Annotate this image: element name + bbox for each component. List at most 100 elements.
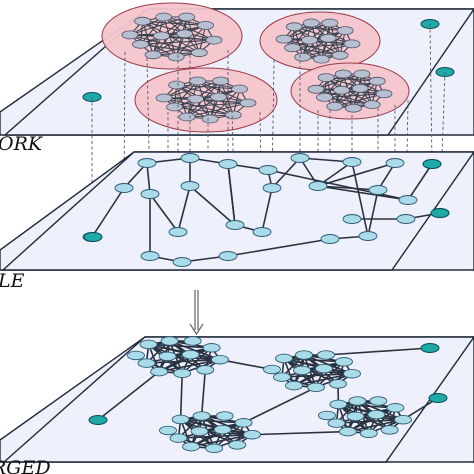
clique-node bbox=[326, 102, 344, 111]
clique-edge bbox=[163, 16, 215, 41]
clique-node bbox=[178, 112, 196, 122]
merged-edge bbox=[146, 358, 221, 364]
clique-node bbox=[307, 84, 325, 94]
graph-node bbox=[140, 251, 160, 261]
graph-edge bbox=[177, 185, 191, 233]
clique-node bbox=[166, 102, 183, 112]
merged-edge bbox=[283, 357, 345, 363]
clique-edge bbox=[293, 26, 304, 58]
projection-line bbox=[123, 51, 126, 189]
merged-node bbox=[137, 358, 156, 368]
bridge-edge bbox=[243, 386, 317, 424]
merged-node bbox=[346, 411, 365, 422]
isolated-node bbox=[428, 393, 448, 403]
arrow-head bbox=[189, 323, 204, 336]
isolated-node bbox=[88, 415, 108, 425]
clique-node bbox=[212, 76, 230, 86]
merged-node bbox=[273, 372, 291, 382]
merged-node bbox=[127, 350, 145, 361]
graph-node bbox=[290, 153, 310, 163]
graph-node bbox=[140, 189, 160, 199]
graph-edge bbox=[317, 161, 353, 187]
merged-edge bbox=[178, 433, 253, 439]
merged-node bbox=[317, 350, 335, 360]
merged-node bbox=[196, 365, 215, 375]
graph-node bbox=[342, 214, 362, 224]
clique-node bbox=[316, 93, 333, 102]
clique-edge bbox=[176, 84, 249, 104]
merged-node bbox=[150, 366, 169, 377]
merged-node bbox=[307, 382, 325, 393]
clique-edge bbox=[152, 39, 215, 56]
clique-node bbox=[363, 100, 381, 109]
graph-node bbox=[172, 257, 192, 267]
graph-edge bbox=[317, 185, 409, 201]
clique-node bbox=[144, 50, 162, 60]
merged-node bbox=[182, 441, 201, 452]
graph-edge bbox=[267, 169, 409, 201]
merged-node bbox=[386, 403, 405, 413]
isolated-node bbox=[420, 343, 440, 353]
graph-edge bbox=[261, 187, 273, 233]
merged-node bbox=[211, 354, 229, 365]
middle-nodes bbox=[82, 153, 450, 267]
clique-node bbox=[155, 93, 173, 103]
graph-node bbox=[308, 181, 328, 191]
merged-node bbox=[338, 426, 357, 437]
clique-node bbox=[210, 92, 228, 102]
clique-node bbox=[231, 84, 249, 94]
merged-node bbox=[192, 411, 211, 421]
clique-edge bbox=[174, 102, 249, 108]
clique-node bbox=[375, 89, 393, 99]
merged-node bbox=[159, 425, 177, 436]
bridge-edge bbox=[219, 358, 273, 371]
clique-node bbox=[176, 29, 194, 39]
clique-edge bbox=[186, 16, 200, 53]
clique-edge bbox=[186, 102, 249, 118]
merged-node bbox=[205, 443, 224, 454]
clique-node bbox=[344, 103, 362, 113]
merged-edge bbox=[281, 372, 353, 378]
clique-node bbox=[201, 114, 219, 124]
graph-edge bbox=[271, 157, 301, 189]
graph-node bbox=[368, 185, 388, 195]
bottom-nodes bbox=[88, 336, 448, 454]
merged-node bbox=[139, 339, 158, 350]
clique-edge bbox=[310, 22, 353, 45]
merged-node bbox=[171, 414, 190, 425]
merged-node bbox=[327, 418, 346, 428]
graph-node bbox=[168, 227, 188, 237]
merged-node bbox=[295, 350, 313, 360]
clique-node bbox=[178, 12, 196, 22]
merged-node bbox=[215, 411, 234, 421]
clique-edge bbox=[140, 39, 215, 45]
merged-node bbox=[359, 428, 378, 439]
graph-edge bbox=[317, 185, 379, 191]
bridge-edge bbox=[200, 369, 207, 417]
graph-edge bbox=[407, 163, 433, 201]
merged-node bbox=[329, 399, 348, 410]
graph-node bbox=[218, 159, 238, 169]
graph-node bbox=[225, 220, 245, 230]
clique-node bbox=[333, 85, 350, 95]
clique-node bbox=[336, 26, 354, 36]
clique-node bbox=[189, 76, 207, 86]
clique-node bbox=[321, 18, 339, 28]
graph-node bbox=[385, 158, 405, 168]
merged-node bbox=[234, 418, 253, 428]
merged-node bbox=[275, 353, 293, 364]
merged-node bbox=[285, 380, 303, 391]
clique-node bbox=[284, 43, 301, 53]
merged-node bbox=[318, 410, 336, 421]
merged-edge bbox=[148, 343, 212, 349]
clique-node bbox=[190, 48, 208, 58]
clique-edge bbox=[324, 93, 385, 98]
merged-node bbox=[263, 364, 281, 375]
isolated-node bbox=[430, 208, 450, 218]
graph-edge bbox=[351, 161, 369, 237]
merged-edge bbox=[336, 418, 404, 424]
clique-node bbox=[353, 69, 371, 79]
clique-node bbox=[197, 20, 215, 30]
graph-node bbox=[320, 234, 340, 244]
clique-edge bbox=[152, 33, 185, 56]
